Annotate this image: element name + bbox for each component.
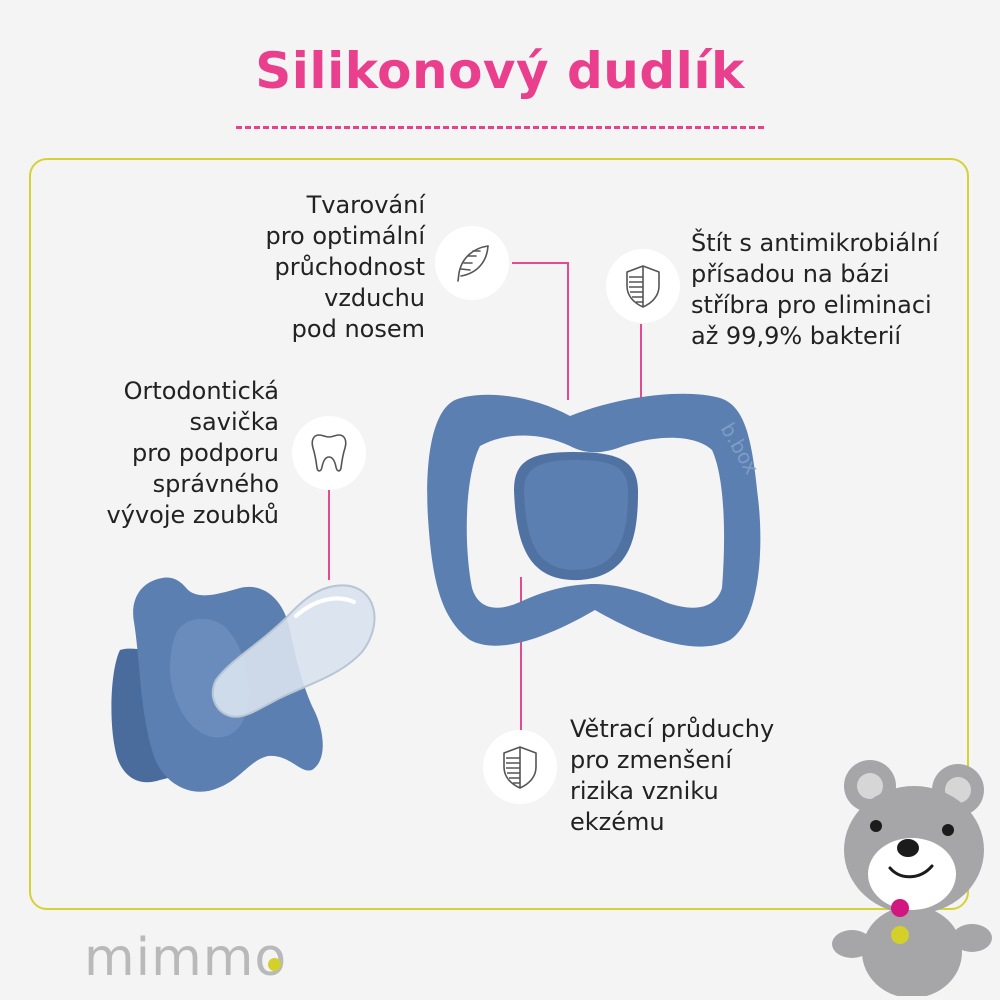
feature-line: pro optimální (265, 222, 425, 250)
feature-vents-text: Větrací průduchy pro zmenšení rizika vzn… (570, 714, 820, 838)
teddy-bear-mascot (832, 760, 992, 996)
leader-line (567, 262, 569, 400)
feature-line: pro zmenšení (570, 746, 732, 774)
feature-line: Tvarování (306, 191, 425, 219)
pacifier-side-image (111, 577, 376, 792)
feature-line: savička (189, 408, 279, 436)
feature-airflow-icon-circle (435, 226, 509, 300)
feature-line: Ortodontická (123, 377, 279, 405)
feature-shield-icon-circle (606, 249, 680, 323)
feature-teat-icon-circle (292, 416, 366, 490)
feature-line: až 99,9% bakterií (691, 322, 902, 350)
shield-icon (503, 746, 537, 789)
feature-line: Větrací průduchy (570, 715, 775, 743)
feature-vents-icon-circle (483, 730, 557, 804)
feature-line: vzduchu (324, 284, 425, 312)
feature-line: pro podporu (131, 439, 279, 467)
feature-line: průchodnost (274, 253, 425, 281)
feather-icon (457, 245, 489, 282)
feature-line: přísadou na bázi (691, 260, 890, 288)
pacifier-front-image: b.box (427, 393, 764, 647)
leader-line (640, 324, 642, 400)
leader-line (328, 490, 330, 580)
feature-line: ekzému (570, 808, 665, 836)
feature-frame (29, 158, 969, 910)
feature-line: Štít s antimikrobiální (691, 229, 939, 257)
leader-line (512, 262, 569, 264)
tooth-icon (311, 434, 347, 472)
brand-logo-dot (268, 958, 281, 971)
shield-icon (626, 265, 660, 308)
leader-line (520, 577, 522, 733)
feature-line: stříbra pro eliminaci (691, 291, 932, 319)
page-title: Silikonový dudlík (255, 42, 745, 100)
feature-line: vývoje zoubků (106, 501, 279, 529)
brand-logo: mimmo (84, 928, 288, 988)
title-underline (236, 126, 764, 129)
feature-line: správného (152, 470, 279, 498)
feature-shield-text: Štít s antimikrobiální přísadou na bázi … (691, 228, 971, 352)
feature-teat-text: Ortodontická savička pro podporu správné… (60, 376, 279, 531)
feature-line: pod nosem (291, 315, 425, 343)
feature-line: rizika vzniku (570, 777, 719, 805)
feature-airflow-text: Tvarování pro optimální průchodnost vzdu… (200, 190, 425, 345)
